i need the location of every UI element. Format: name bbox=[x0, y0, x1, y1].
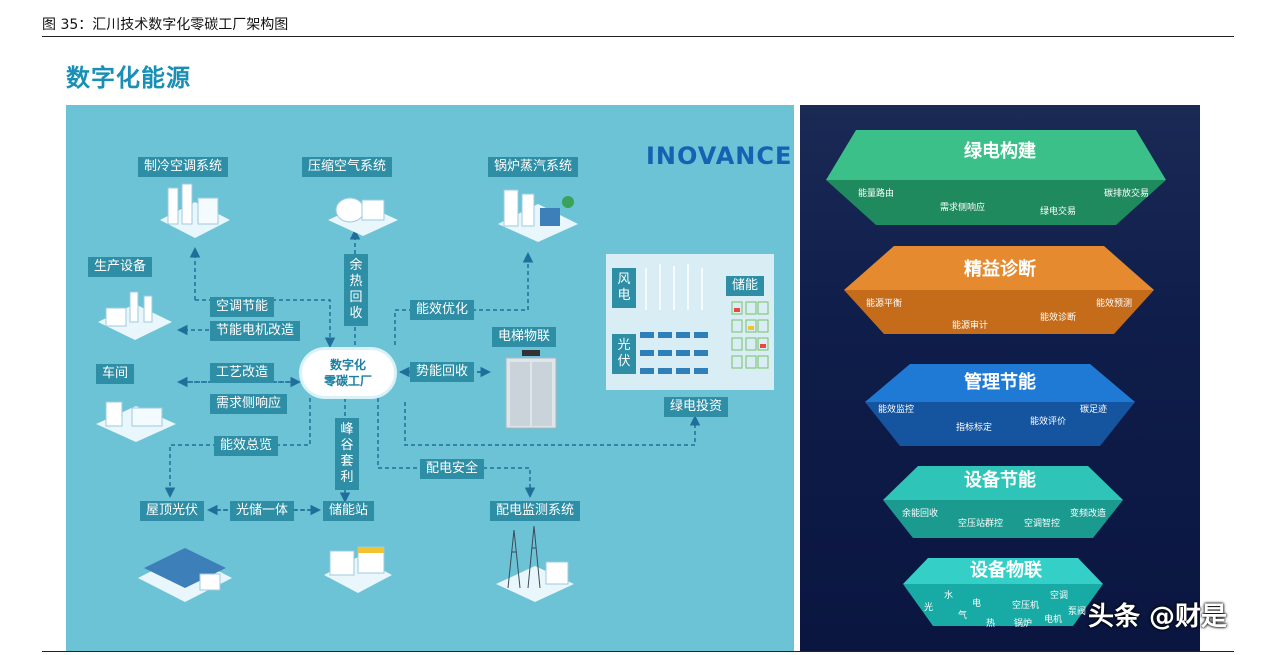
link-waste-heat: 余热回收 bbox=[344, 254, 368, 326]
tier2-item-audit: 能源审计 bbox=[952, 321, 989, 331]
tier5-item-pump: 泵阀 bbox=[1068, 607, 1087, 617]
hub-line1: 数字化 bbox=[329, 358, 366, 372]
link-demand-response: 需求侧响应 bbox=[210, 394, 288, 414]
link-efficiency-opt: 能效优化 bbox=[410, 300, 475, 320]
tier3-item-calibration: 指标标定 bbox=[956, 423, 993, 433]
distribution-monitor-icon bbox=[496, 525, 574, 602]
node-workshop: 车间 bbox=[96, 364, 135, 384]
tier5-item-motor: 电机 bbox=[1044, 615, 1063, 625]
workshop-icon bbox=[96, 401, 176, 442]
tier5-item-ac: 空调 bbox=[1050, 591, 1069, 601]
tier5-item-gas: 气 bbox=[958, 611, 968, 621]
hub-line2: 零碳工厂 bbox=[323, 374, 372, 388]
tier2-item-forecast: 能效预测 bbox=[1096, 299, 1133, 309]
elevator-icon bbox=[505, 350, 557, 429]
node-storage-station: 储能站 bbox=[323, 501, 375, 521]
compressed-air-icon bbox=[328, 197, 398, 236]
tier2-item-balance: 能源平衡 bbox=[866, 299, 903, 309]
tier-iot bbox=[903, 558, 1103, 626]
tier5-item-electric: 电 bbox=[972, 599, 982, 609]
node-green-invest: 绿电投资 bbox=[664, 397, 729, 417]
tier-iot-title: 设备物联 bbox=[970, 560, 1042, 581]
node-compressed-air: 压缩空气系统 bbox=[302, 157, 393, 177]
tier-lean-diagnosis bbox=[844, 246, 1154, 334]
tier4-item-vfd: 变频改造 bbox=[1070, 509, 1107, 519]
link-distribution-safety: 配电安全 bbox=[420, 459, 485, 479]
node-rooftop-pv: 屋顶光伏 bbox=[140, 501, 205, 521]
zero-carbon-factory-hub: 数字化 零碳工厂 bbox=[302, 350, 394, 396]
link-efficiency-overview: 能效总览 bbox=[214, 436, 279, 456]
tier5-item-boiler: 锅炉 bbox=[1014, 619, 1033, 629]
node-distribution-monitor: 配电监测系统 bbox=[490, 501, 581, 521]
production-equipment-icon bbox=[98, 291, 172, 340]
figure-caption: 图 35：汇川技术数字化零碳工厂架构图 bbox=[42, 17, 289, 33]
link-potential-recovery: 势能回收 bbox=[410, 362, 475, 382]
tier-green-power bbox=[826, 130, 1166, 225]
tier-management-title: 管理节能 bbox=[964, 372, 1036, 393]
label-solar: 光伏 bbox=[612, 334, 636, 374]
tier1-item-green-trade: 绿电交易 bbox=[1040, 207, 1077, 217]
tier4-item-compressor: 空压站群控 bbox=[958, 519, 1004, 529]
battery-storage-icon bbox=[731, 301, 769, 369]
tier-lean-diagnosis-title: 精益诊断 bbox=[964, 259, 1036, 280]
node-boiler: 锅炉蒸汽系统 bbox=[488, 157, 579, 177]
storage-station-icon bbox=[324, 546, 392, 593]
watermark-text: 头条 @财是 bbox=[1088, 602, 1228, 632]
node-elevator: 电梯物联 bbox=[492, 327, 557, 347]
tier4-item-recovery: 余能回收 bbox=[902, 509, 939, 519]
boiler-icon bbox=[498, 189, 578, 242]
caption-divider bbox=[42, 36, 1234, 37]
tier-management bbox=[865, 364, 1135, 446]
inovance-logo: INOVANCE bbox=[646, 142, 793, 170]
label-wind: 风电 bbox=[612, 268, 636, 308]
section-heading: 数字化能源 bbox=[66, 64, 191, 92]
tier1-item-routing: 能量路由 bbox=[858, 189, 895, 199]
tier5-item-compressor: 空压机 bbox=[1012, 601, 1040, 611]
tier-equipment-saving bbox=[883, 466, 1123, 538]
tier1-item-demand: 需求侧响应 bbox=[940, 203, 986, 213]
link-pv-storage: 光储一体 bbox=[230, 501, 295, 521]
tier5-item-light: 光 bbox=[924, 603, 934, 613]
link-ac-saving: 空调节能 bbox=[210, 297, 275, 317]
link-motor-retrofit: 节能电机改造 bbox=[210, 321, 301, 341]
rooftop-pv-icon bbox=[138, 548, 232, 602]
node-refrigeration: 制冷空调系统 bbox=[138, 157, 229, 177]
tier3-item-evaluation: 能效评价 bbox=[1030, 417, 1067, 427]
tier3-item-monitor: 能效监控 bbox=[878, 405, 915, 415]
tier-equipment-saving-title: 设备节能 bbox=[964, 470, 1036, 491]
tier1-item-carbon-trade: 碳排放交易 bbox=[1104, 189, 1150, 199]
tier2-item-diagnosis: 能效诊断 bbox=[1040, 313, 1077, 323]
wind-solar-icon bbox=[640, 264, 708, 374]
tier5-item-water: 水 bbox=[944, 591, 954, 601]
tier3-item-footprint: 碳足迹 bbox=[1080, 405, 1108, 415]
tier4-item-hvac: 空调智控 bbox=[1024, 519, 1061, 529]
link-peak-valley: 峰谷套利 bbox=[335, 418, 359, 490]
node-storage: 储能 bbox=[726, 276, 765, 296]
bottom-divider bbox=[42, 651, 1234, 652]
refrigeration-icon bbox=[160, 183, 230, 238]
tier5-item-heat: 热 bbox=[986, 619, 996, 629]
node-production: 生产设备 bbox=[88, 257, 153, 277]
link-process-improve: 工艺改造 bbox=[210, 363, 275, 383]
tier-green-power-title: 绿电构建 bbox=[964, 141, 1036, 162]
